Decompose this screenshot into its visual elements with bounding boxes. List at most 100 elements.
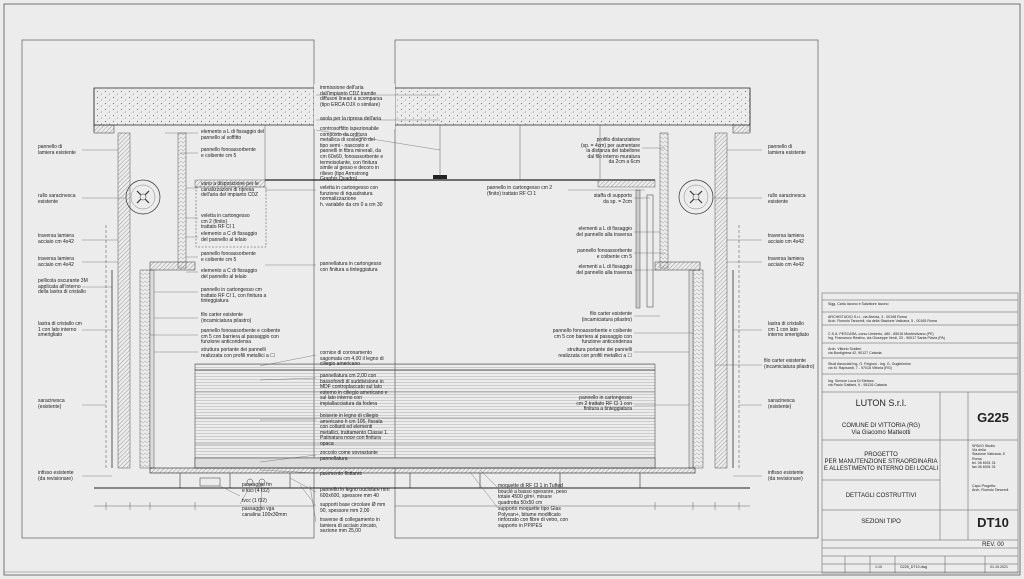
- slab-gap-left: [314, 84, 395, 129]
- label-center-2: controsoffitto ispezionabile composto da…: [320, 126, 384, 183]
- label-right-inner-5: elementi a L di fissaggio del pannello a…: [576, 264, 632, 276]
- label-right-inner-8: struttura portante dei pannelli realizza…: [558, 347, 632, 359]
- label-bottom-left-1: tvcc (1 f32): [242, 498, 267, 504]
- leaders-left: [82, 132, 263, 513]
- label-center-0: immissione dell'aria dall'impianto CDZ t…: [320, 85, 383, 108]
- shutter-roll-left: [125, 179, 161, 215]
- leaders-center: [259, 94, 441, 523]
- label-bottom-left-2: passaggio vga canalina 100x30mm: [242, 506, 287, 518]
- label-right-1: rullo saracinesca esistente: [768, 193, 806, 205]
- label-right-6: saracinesca (esistente): [768, 398, 795, 410]
- label-center-10: pannello in legno truciolare mm 600x600,…: [320, 487, 390, 499]
- tb-subject: DETTAGLI COSTRUTTIVI: [845, 493, 917, 499]
- label-left-inner-7: pannello in cartongesso cm trattato RF C…: [201, 287, 267, 305]
- jamb-left: [149, 261, 196, 271]
- label-right-inner-9: pannello in cartongesso cm 2 trattato RF…: [576, 395, 632, 413]
- label-center-5: cornice di coronamento sagomata cm 4,00 …: [320, 350, 384, 368]
- label-left-5: lastra di cristallo cm 1 con lato intern…: [38, 321, 82, 339]
- tb-file-name: G225_DT10.dwg: [900, 565, 928, 569]
- duct-box: [195, 186, 267, 248]
- label-center-6: pannellatura cm 2,00 con bassofondi di s…: [320, 373, 388, 407]
- wall-left-hatch: [117, 132, 131, 469]
- label-left-inner-6: elemento a C di fissaggio del pannello a…: [201, 268, 258, 280]
- tb-project-code: G225: [977, 410, 1009, 425]
- label-left-inner-1: pannello fonoassorbente e coibente cm 5: [201, 147, 256, 159]
- label-right-inner-7: pannello fonoassorbente e coibente cm 5 …: [552, 328, 632, 346]
- label-left-inner-9: pannello fonoassorbente e coibente cm 5 …: [201, 328, 281, 346]
- label-right-inner-4: pannello fonoassorbente e coibente cm 5: [577, 248, 632, 260]
- title-block-lines: [821, 292, 1019, 574]
- label-center-9: pavimento flottante: [320, 471, 363, 477]
- label-center-1: asola per la ripresa dell'aria: [320, 116, 381, 122]
- tb-side-info: SPAVO Studio Via della Stazione Vaticana…: [972, 444, 1005, 470]
- label-center-11: supporti base circolare Ø mm 90, spessor…: [320, 502, 386, 514]
- upper-panel-right: [659, 132, 669, 269]
- upper-panel-left: [177, 132, 187, 269]
- tb-date: 01.10.2021: [990, 565, 1008, 569]
- label-right-inner-11: supporto moquette tipo Glas Polyvan+, bi…: [498, 506, 569, 529]
- label-left-inner-4: elemento a C di fissaggio del pannello a…: [201, 231, 258, 243]
- label-left-2: traversa lamiera acciaio cm 4x42: [38, 233, 74, 245]
- label-center-12: traverse di collegamento in lamiera di a…: [320, 517, 380, 535]
- label-center-7: boiserie in legno di ciliegio americano …: [320, 413, 389, 447]
- label-right-4: lastra di cristallo cm 1 con lato intern…: [768, 321, 809, 339]
- label-right-5: filo carter esistente (incamiciatura pil…: [764, 358, 815, 370]
- label-left-inner-10: struttura portante dei pannelli realizza…: [201, 347, 275, 359]
- label-right-7: infisso esistente (da revisionare): [768, 470, 804, 482]
- label-left-inner-0: elemento a L di fissaggio del pannello a…: [201, 129, 265, 141]
- veletta-left: [194, 179, 266, 188]
- wall-right-panel: [688, 269, 694, 469]
- jamb-right: [654, 261, 701, 271]
- wall-left-insulation: [139, 269, 151, 469]
- cable-duct: [246, 478, 254, 486]
- label-left-4: pellicola oscurante 3M applicata all'int…: [38, 278, 88, 296]
- tb-client: Sigg. Carla Iacono e Salvatore Iacono: [828, 302, 889, 306]
- tb-engineers: C.S.A. PESCARA, corso Umberto, 480 - 650…: [828, 332, 945, 341]
- label-left-6: saracinesca (esistente): [38, 398, 65, 410]
- cable-duct: [258, 478, 266, 486]
- cornice: [194, 363, 656, 371]
- tb-side-info2: Capo Progetto: Arch. Romolo Tancredi: [972, 484, 1009, 493]
- wall-right-hatch: [714, 132, 728, 469]
- skirting: [194, 457, 656, 469]
- shutter-roll-right: [678, 179, 714, 215]
- label-bottom-left-0: passaggio fm e luci (4 f32): [242, 482, 272, 494]
- wall-left-panel: [149, 269, 155, 469]
- veletta-right: [597, 179, 656, 188]
- cable-tray: [199, 477, 221, 487]
- raised-floor: [149, 467, 696, 474]
- label-right-3: traversa lamiera acciaio cm 4x42: [768, 256, 804, 268]
- label-right-inner-10: moquette di RF Cl 1 in Tufted bouclé a b…: [498, 483, 567, 506]
- label-right-2: traversa lamiera acciaio cm 4x42: [768, 233, 804, 245]
- label-left-inner-2: vano a disposizione per le canalizzazion…: [201, 181, 259, 199]
- wall-right-insulation: [692, 269, 704, 469]
- tb-scale: 1:10: [875, 565, 882, 569]
- label-right-inner-3: elementi a L di fissaggio del pannello a…: [576, 226, 632, 238]
- label-right-0: pannello di lamiera esistente: [768, 144, 806, 156]
- beam-right: [732, 124, 751, 134]
- left-section-frame: [21, 39, 315, 539]
- label-left-inner-5: pannello fonoassorbente e coibente cm 5: [201, 251, 256, 263]
- concrete-slab: [93, 87, 751, 126]
- right-section-frame: [394, 39, 819, 539]
- air-slot: [433, 175, 447, 179]
- tb-municipality: COMUNE DI VITTORIA (RG) Via Giacomo Matt…: [842, 423, 920, 436]
- label-right-inner-0: profilo distanziatore (sp. = 4cm) per au…: [580, 137, 640, 166]
- label-left-3: traversa lamiera acciaio cm 4x42: [38, 256, 74, 268]
- tb-eng2: Ing. Simone Luca Di Stefano via Paolo Ga…: [828, 379, 887, 388]
- tb-drawing-title: SEZIONI TIPO: [861, 519, 901, 525]
- tb-project: PROGETTO PER MANUTENZIONE STRAORDINARIA …: [823, 452, 939, 472]
- tb-architects: ARCHISTUDIO S.r.l., via Brenta, 3 - 0019…: [828, 315, 937, 324]
- label-right-inner-6: filo carter esistente (incamiciatura pil…: [581, 311, 632, 323]
- label-left-1: rullo saracinesca esistente: [38, 193, 76, 205]
- outer-frame: [3, 3, 1021, 576]
- signage-panel: [635, 189, 641, 309]
- beam-left: [93, 124, 115, 134]
- tb-studio: Studi Associati Ing. G. Felgioni - Ing. …: [828, 362, 911, 371]
- support-bracket: [646, 194, 654, 308]
- label-center-3: veletta in cartongesso con funzione di r…: [320, 185, 383, 208]
- label-right-inner-2: staffa di supporto da sp. = 2cm: [593, 193, 632, 205]
- label-center-4: pannellatura in cartongesso con finitura…: [320, 261, 382, 273]
